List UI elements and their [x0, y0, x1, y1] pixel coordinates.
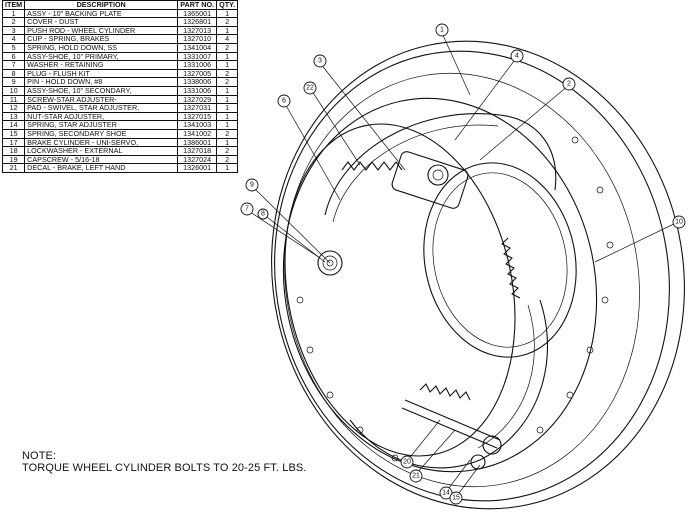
callout-1: 1 — [435, 23, 449, 37]
cell-part-no: 1326001 — [177, 163, 218, 173]
svg-text:3: 3 — [318, 58, 322, 65]
callout-leader-lines — [246, 32, 679, 498]
svg-text:6: 6 — [282, 98, 286, 105]
cell-item: 21 — [1, 163, 26, 173]
parts-table-header-row: ITEM DESCRIPTION PART NO. QTY. — [1, 0, 239, 10]
svg-text:22: 22 — [306, 85, 314, 92]
callout-bubbles: 1 2 3 4 6 7 8 9 10 14 15 20 21 22 — [240, 23, 686, 505]
svg-text:15: 15 — [452, 495, 460, 502]
callout-15: 15 — [449, 491, 463, 505]
callout-4: 4 — [510, 49, 524, 63]
callout-7: 7 — [240, 202, 254, 216]
springs — [341, 161, 521, 401]
backing-plate-face — [284, 123, 577, 457]
wheel-cylinder — [391, 151, 469, 209]
svg-text:2: 2 — [567, 81, 571, 88]
svg-text:7: 7 — [245, 206, 249, 213]
callout-8: 8 — [257, 208, 269, 220]
rim-bolt-holes — [296, 136, 614, 462]
svg-text:4: 4 — [515, 53, 519, 60]
svg-text:14: 14 — [442, 490, 450, 497]
svg-text:10: 10 — [675, 219, 683, 226]
backing-plate-rim — [271, 40, 685, 510]
hold-down-spring — [317, 250, 343, 276]
star-adjuster — [401, 399, 502, 470]
cell-qty: 1 — [216, 163, 239, 173]
svg-text:1: 1 — [440, 27, 444, 34]
callout-6: 6 — [277, 94, 291, 108]
torque-note: NOTE: TORQUE WHEEL CYLINDER BOLTS TO 20-… — [22, 450, 307, 474]
callout-14: 14 — [439, 486, 453, 500]
callout-3: 3 — [313, 54, 327, 68]
callout-21: 21 — [409, 469, 423, 483]
callout-10: 10 — [672, 215, 686, 229]
callout-9: 9 — [245, 178, 259, 192]
svg-text:8: 8 — [261, 211, 265, 218]
svg-text:21: 21 — [412, 473, 420, 480]
svg-text:20: 20 — [403, 459, 411, 466]
note-title: NOTE: — [22, 450, 57, 462]
callout-20: 20 — [400, 455, 414, 469]
callout-22: 22 — [303, 81, 317, 95]
svg-text:9: 9 — [250, 182, 254, 189]
note-text: TORQUE WHEEL CYLINDER BOLTS TO 20-25 FT.… — [22, 461, 307, 474]
callout-2: 2 — [562, 77, 576, 91]
